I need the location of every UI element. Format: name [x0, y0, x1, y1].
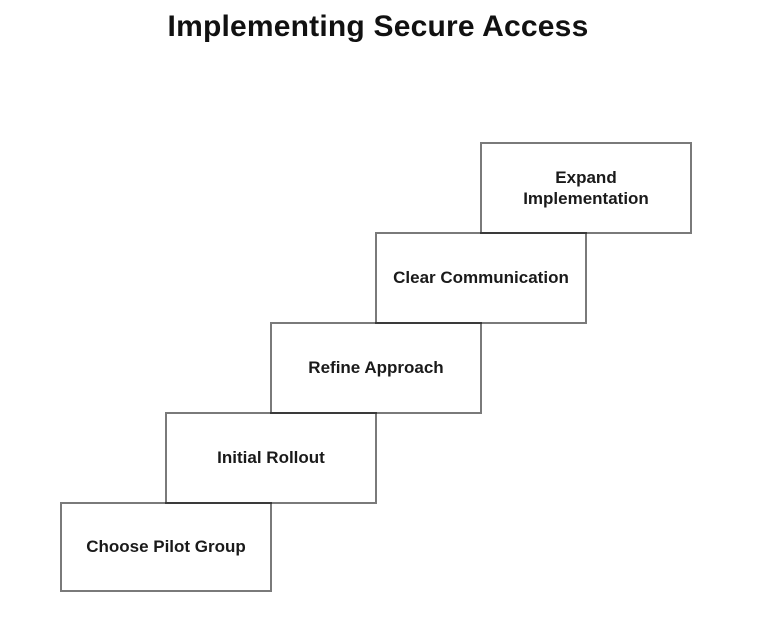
diagram-title: Implementing Secure Access [167, 10, 589, 43]
step-label-refine-approach: Refine Approach [308, 358, 444, 378]
step-label-expand-implementation: Expand Implementation [523, 167, 649, 208]
step-label-initial-rollout: Initial Rollout [217, 448, 325, 468]
step-clear-communication: Clear Communication [375, 232, 587, 324]
step-label-clear-communication: Clear Communication [393, 268, 569, 288]
step-refine-approach: Refine Approach [270, 322, 482, 414]
step-expand-implementation: Expand Implementation [480, 142, 692, 234]
step-initial-rollout: Initial Rollout [165, 412, 377, 504]
step-choose-pilot-group: Choose Pilot Group [60, 502, 272, 592]
step-label-choose-pilot-group: Choose Pilot Group [86, 537, 246, 557]
